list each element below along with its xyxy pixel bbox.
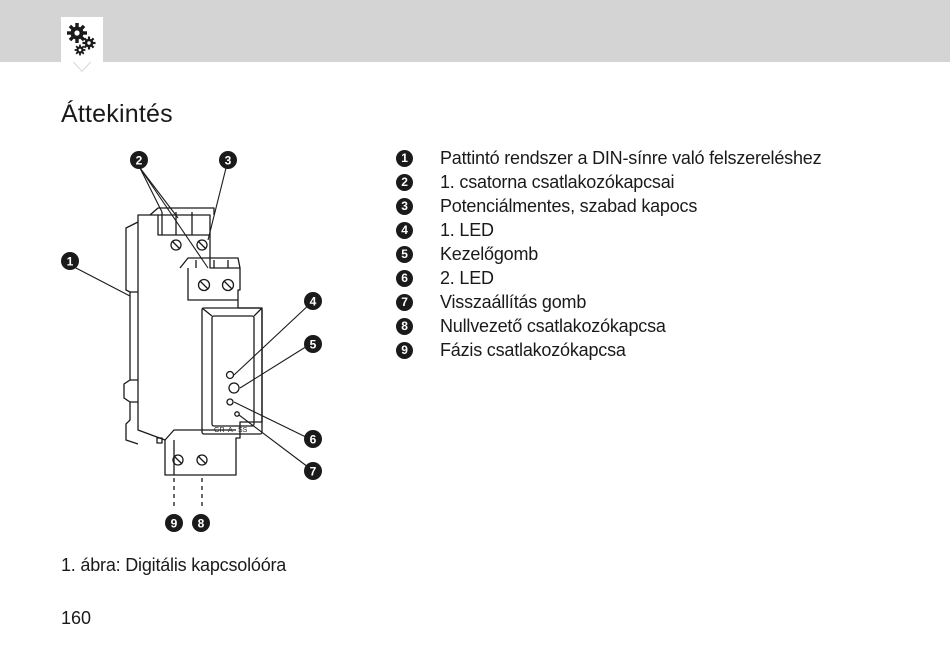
device-marking-ss: SS bbox=[238, 427, 248, 434]
callout-3-circle bbox=[219, 151, 237, 169]
bottom-terminal-block bbox=[164, 429, 236, 475]
led-1-indicator bbox=[225, 370, 235, 380]
legend-item: 6 2. LED bbox=[396, 266, 821, 290]
leader-5 bbox=[239, 342, 313, 389]
legend-text: 1. LED bbox=[440, 219, 494, 240]
legend-number-badge: 9 bbox=[396, 341, 413, 359]
legend-item: 9 Fázis csatlakozókapcsa bbox=[396, 338, 821, 362]
leader-2c bbox=[139, 167, 209, 269]
legend-number-badge: 7 bbox=[396, 293, 413, 311]
reset-button bbox=[234, 411, 240, 417]
legend-item: 2 1. csatorna csatlakozókapcsai bbox=[396, 170, 821, 194]
legend-item: 7 Visszaállítás gomb bbox=[396, 290, 821, 314]
legend-text: Potenciálmentes, szabad kapocs bbox=[440, 195, 698, 216]
callout-7-circle bbox=[304, 462, 322, 480]
legend-number-badge: 5 bbox=[396, 245, 413, 263]
legend-item: 1 Pattintó rendszer a DIN-sínre való fels… bbox=[396, 146, 822, 170]
callout-5-circle bbox=[304, 335, 322, 353]
callout-5-label: 5 bbox=[310, 338, 317, 352]
legend-text: Fázis csatlakozókapcsa bbox=[440, 339, 626, 360]
callout-1-circle bbox=[61, 252, 79, 270]
page-title: Áttekintés bbox=[61, 100, 173, 128]
legend-text: 2. LED bbox=[440, 267, 494, 288]
device-housing bbox=[137, 214, 263, 476]
legend-item: 5 Kezelőgomb bbox=[396, 242, 821, 266]
callout-6-circle bbox=[304, 430, 322, 448]
legend-item: 8 Nullvezető csatlakozókapcsa bbox=[396, 314, 821, 338]
page-number: 160 bbox=[61, 608, 92, 628]
legend-number-badge: 3 bbox=[396, 197, 413, 215]
leader-6 bbox=[233, 401, 313, 441]
channel-1-terminal-block bbox=[179, 257, 241, 301]
callout-9-label: 9 bbox=[171, 517, 178, 531]
callout-8-label: 8 bbox=[198, 517, 205, 531]
legend-text: Visszaállítás gomb bbox=[440, 291, 587, 312]
legend-text: Kezelőgomb bbox=[440, 243, 539, 264]
legend-text: 1. csatorna csatlakozókapcsai bbox=[440, 171, 675, 192]
callout-1-label: 1 bbox=[67, 255, 74, 269]
callout-6-label: 6 bbox=[310, 433, 317, 447]
control-button bbox=[228, 382, 240, 394]
gears-icon bbox=[67, 23, 96, 56]
legend-number-badge: 4 bbox=[396, 221, 413, 239]
callout-4-circle bbox=[304, 292, 322, 310]
legend-item: 4 1. LED bbox=[396, 218, 821, 242]
header-band bbox=[0, 0, 950, 62]
leader-2b bbox=[139, 167, 179, 219]
callout-7-label: 7 bbox=[310, 465, 317, 479]
legend-number-badge: 8 bbox=[396, 317, 413, 335]
legend-list: 1 Pattintó rendszer a DIN-sínre való fels… bbox=[396, 146, 822, 362]
din-clip-profile bbox=[123, 221, 139, 445]
leader-1 bbox=[73, 266, 131, 297]
leader-7 bbox=[238, 414, 313, 471]
leader-4 bbox=[233, 301, 313, 376]
top-terminal-block bbox=[149, 207, 215, 236]
header-icon-pointer bbox=[74, 62, 90, 71]
figure-caption: 1. ábra: Digitális kapcsolóóra bbox=[61, 555, 287, 575]
device-marking-a: A bbox=[228, 427, 233, 434]
legend-text: Nullvezető csatlakozókapcsa bbox=[440, 315, 666, 336]
callout-2-circle bbox=[130, 151, 148, 169]
device-marking-gr: GR bbox=[214, 427, 225, 434]
leader-3 bbox=[207, 167, 227, 241]
legend-number-badge: 2 bbox=[396, 173, 413, 191]
legend-number-badge: 1 bbox=[396, 149, 413, 167]
led-2-indicator bbox=[226, 398, 234, 406]
leader-2a bbox=[139, 167, 163, 213]
callout-4-label: 4 bbox=[310, 295, 317, 309]
header-icon-tile bbox=[61, 17, 103, 62]
callout-2-label: 2 bbox=[136, 154, 143, 168]
device-figure: GR A SS 1 2 3 4 5 6 7 9 8 bbox=[61, 151, 322, 532]
callout-9-circle bbox=[165, 514, 183, 532]
legend-number-badge: 6 bbox=[396, 269, 413, 287]
callout-8-circle bbox=[192, 514, 210, 532]
legend-text: Pattintó rendszer a DIN-sínre való felsz… bbox=[440, 147, 822, 168]
callout-3-label: 3 bbox=[225, 154, 232, 168]
front-panel bbox=[201, 307, 263, 435]
legend-item: 3 Potenciálmentes, szabad kapocs bbox=[396, 194, 821, 218]
